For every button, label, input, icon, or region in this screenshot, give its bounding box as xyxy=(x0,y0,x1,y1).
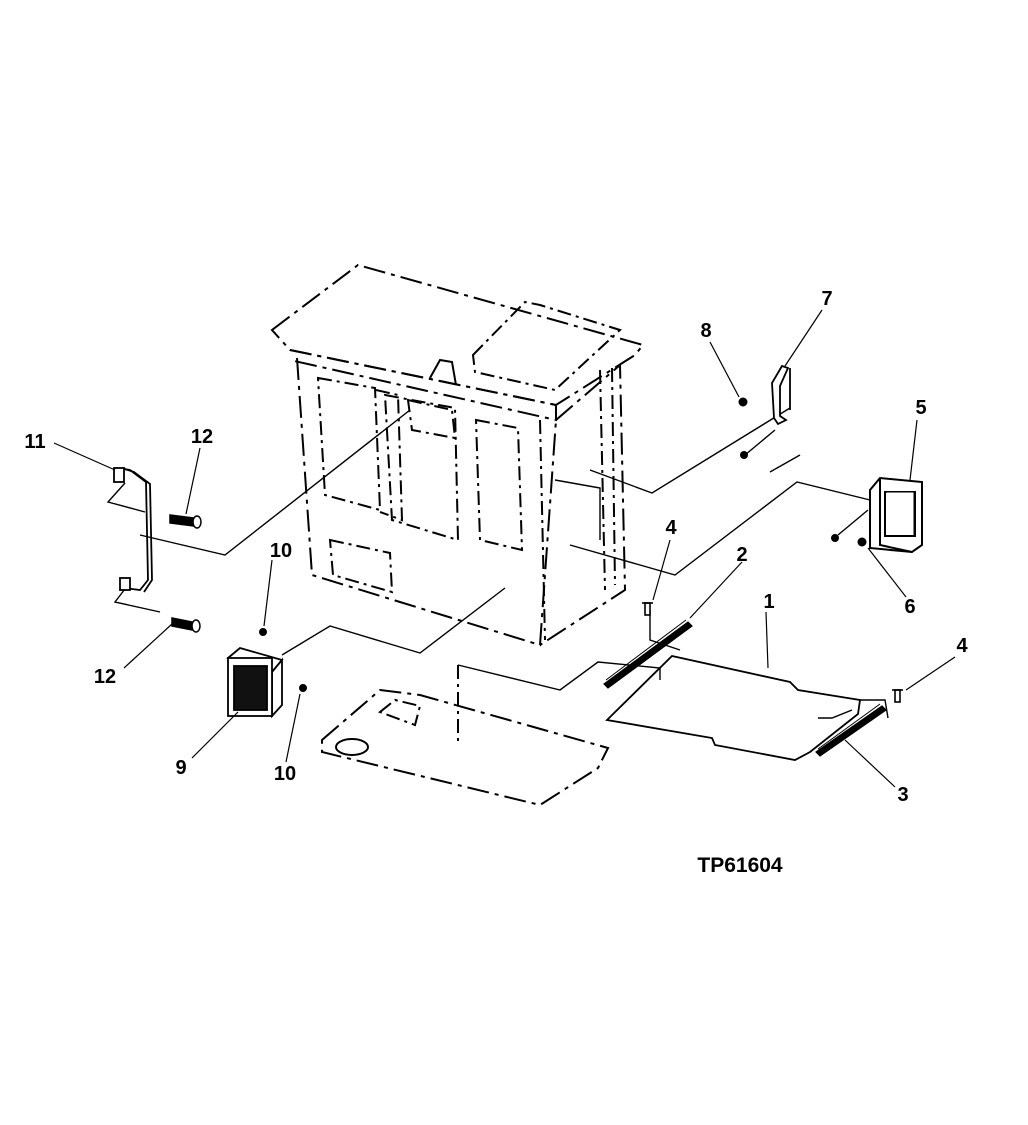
rivet-icon xyxy=(892,689,903,703)
bracket-icon xyxy=(771,364,791,426)
callout-12-bottom: 12 xyxy=(94,666,116,688)
floor-plate-outline xyxy=(321,665,610,807)
rivet-icon xyxy=(642,602,653,616)
callout-12-top: 12 xyxy=(191,426,213,448)
assembly-lines xyxy=(106,407,921,719)
callout-6: 6 xyxy=(904,596,915,618)
grab-handle-icon xyxy=(113,467,153,593)
callout-5: 5 xyxy=(915,397,926,419)
cab-outline xyxy=(270,263,645,647)
bolt-icon xyxy=(169,514,202,529)
screw-icon xyxy=(259,628,267,636)
callout-leaders xyxy=(53,309,956,788)
seal-strip-icon xyxy=(603,619,693,689)
bolt-icon xyxy=(171,617,201,633)
callout-8: 8 xyxy=(700,320,711,342)
screw-icon xyxy=(738,397,748,407)
screw-icon xyxy=(299,684,307,692)
callout-2: 2 xyxy=(736,544,747,566)
dome-light-icon xyxy=(869,476,923,554)
screw-icon xyxy=(740,451,748,459)
speaker-grille-icon xyxy=(226,647,284,719)
callout-10-top: 10 xyxy=(270,540,292,562)
callout-11: 11 xyxy=(24,431,45,453)
screw-icon xyxy=(857,537,867,547)
screw-icon xyxy=(831,534,839,542)
figure-id: TP61604 xyxy=(697,854,783,877)
callout-9: 9 xyxy=(175,757,186,779)
callout-1: 1 xyxy=(763,591,774,613)
seal-strip-icon xyxy=(815,703,887,757)
callout-10-bottom: 10 xyxy=(274,763,296,785)
callout-3: 3 xyxy=(897,784,908,806)
callout-4-right: 4 xyxy=(956,635,968,657)
floor-mat-icon xyxy=(605,655,862,761)
callout-7: 7 xyxy=(821,288,832,310)
callout-4-top: 4 xyxy=(665,517,677,539)
